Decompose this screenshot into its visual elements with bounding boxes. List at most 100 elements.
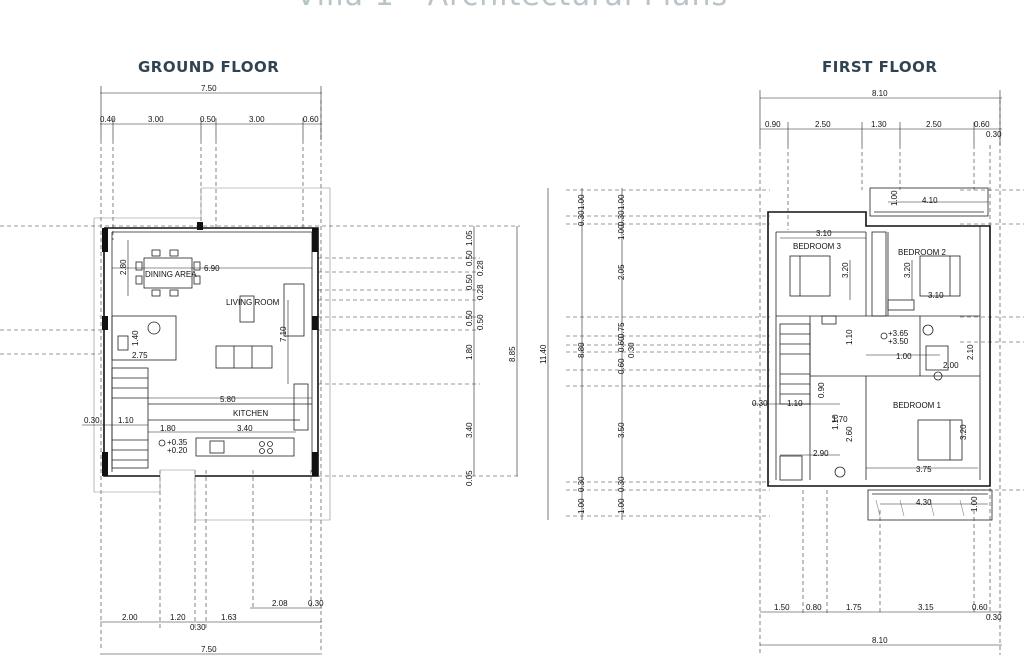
ff-dim-lv-100d: 1.00: [577, 498, 586, 514]
ground-floor-title: GROUND FLOOR: [138, 58, 280, 76]
ff-dim-bottom-total: 8.10: [872, 636, 888, 645]
ff-dim-balcony-top: 4.10: [922, 196, 938, 205]
gf-dim-left-030: 0.30: [84, 416, 100, 425]
ground-floor-labels: 7.50 0.40 3.00 0.50 3.00 0.60 DINING ARE…: [84, 84, 548, 654]
ff-dim-lv-100e: 1.00: [617, 224, 626, 240]
ground-floor-plan: [0, 86, 520, 655]
gf-dim-top-d: 3.00: [249, 115, 265, 124]
gf-dim-140: 1.40: [131, 330, 140, 346]
ff-dim-wc-110: 1.10: [831, 414, 840, 430]
gf-dim-top-c: 0.50: [200, 115, 216, 124]
ff-dim-left-110: 1.10: [787, 399, 803, 408]
ff-dim-bottom-c: 1.75: [846, 603, 862, 612]
gf-dim-bottom-b: 1.20: [170, 613, 186, 622]
gf-dim-bottom-total: 7.50: [201, 645, 217, 654]
ff-dim-top-c: 1.30: [871, 120, 887, 129]
ff-room-bed1: BEDROOM 1: [893, 401, 942, 410]
gf-dim-bottom-a: 2.00: [122, 613, 138, 622]
first-floor-labels: 8.10 0.90 2.50 1.30 2.50 0.60 0.30 4.10 …: [577, 89, 1002, 645]
gf-dim-bottom-e: 0.30: [308, 599, 324, 608]
ff-dim-lv-030a: 0.30: [577, 210, 586, 226]
gf-dim-top-e: 0.60: [303, 115, 319, 124]
ff-dim-corr-110: 1.10: [845, 329, 854, 345]
ff-dim-lv-030e: 0.30: [617, 210, 626, 226]
gf-dim-r180: 1.80: [465, 344, 474, 360]
ff-dim-top-d: 2.50: [926, 120, 942, 129]
ff-dim-lv-060: 0.60: [617, 336, 626, 352]
ff-dim-bath-200: 2.00: [943, 361, 959, 370]
gf-dim-r050d: 0.50: [476, 314, 485, 330]
gf-dim-r050c: 0.50: [465, 310, 474, 326]
gf-dim-r050a: 0.50: [465, 250, 474, 266]
ff-room-bed2: BEDROOM 2: [898, 248, 947, 257]
gf-room-dining: DINING AREA: [145, 270, 197, 279]
ff-dim-bed2-w: 3.10: [928, 291, 944, 300]
gf-dim-110: 1.10: [118, 416, 134, 425]
gf-level-b: +0.20: [167, 446, 188, 455]
ff-dim-bath-210: 2.10: [966, 344, 975, 360]
ff-dim-lv-060b: 0.60: [617, 358, 626, 374]
ff-dim-bed3-w: 3.10: [816, 229, 832, 238]
ff-dim-bottom-b: 0.80: [806, 603, 822, 612]
ff-dim-balcony-bottom-h: 1.00: [970, 496, 979, 512]
gf-dim-580: 5.80: [220, 395, 236, 404]
ff-dim-top-f: 0.30: [986, 130, 1002, 139]
ff-dim-lv-030b: 0.30: [627, 342, 636, 358]
gf-dim-top-a: 0.40: [100, 115, 116, 124]
ff-dim-balcony-bottom: 4.30: [916, 498, 932, 507]
ff-dim-bottom-d: 3.15: [918, 603, 934, 612]
ff-dim-bed3-h: 3.20: [841, 262, 850, 278]
ff-dim-bed2-h: 3.20: [903, 262, 912, 278]
gf-dim-340: 3.40: [237, 424, 253, 433]
gf-dim-r340: 3.40: [465, 422, 474, 438]
ff-level-a: +3.65: [888, 329, 909, 338]
gf-dim-275: 2.75: [132, 351, 148, 360]
gf-dim-r1140: 11.40: [539, 344, 548, 364]
gf-dim-r050b: 0.50: [465, 274, 474, 290]
gf-room-kitchen: KITCHEN: [233, 409, 268, 418]
gf-dim-180: 1.80: [160, 424, 176, 433]
gf-dim-690: 6.90: [204, 264, 220, 273]
gf-dim-r885: 8.85: [508, 346, 517, 362]
ff-dim-b1-320: 3.20: [959, 424, 968, 440]
ff-room-bed3: BEDROOM 3: [793, 242, 842, 251]
ff-dim-lv-100c: 1.00: [617, 498, 626, 514]
gf-dim-top-total: 7.50: [201, 84, 217, 93]
ff-dim-wc-170: 1.70: [832, 415, 848, 424]
ff-dim-stair-090: 0.90: [817, 382, 826, 398]
gf-dim-bottom-f: 0.30: [190, 623, 206, 632]
ff-dim-top-total: 8.10: [872, 89, 888, 98]
gf-dim-r028a: 0.28: [476, 260, 485, 276]
gf-dim-r105: 1.05: [465, 230, 474, 246]
ff-dim-top-b: 2.50: [815, 120, 831, 129]
ff-dim-lv-205: 2.05: [617, 264, 626, 280]
ff-dim-b1-290: 2.90: [813, 449, 829, 458]
ff-level-b: +3.50: [888, 337, 909, 346]
ff-dim-lv-075: 0.75: [617, 322, 626, 338]
ff-dim-lv-030c: 0.30: [617, 476, 626, 492]
ff-dim-lv-100b: 1.00: [617, 194, 626, 210]
gf-dim-bottom-d: 2.08: [272, 599, 288, 608]
gf-dim-top-b: 3.00: [148, 115, 164, 124]
ff-dim-lv-100a: 1.00: [577, 194, 586, 210]
gf-dim-r028b: 0.28: [476, 284, 485, 300]
gf-room-living: LIVING ROOM: [226, 298, 280, 307]
ff-dim-corr-100: 1.00: [896, 352, 912, 361]
gf-level-a: +0.35: [167, 438, 188, 447]
first-floor-title: FIRST FLOOR: [822, 58, 938, 76]
ff-dim-top-e: 0.60: [974, 120, 990, 129]
ff-dim-balcony-top-h: 1.00: [890, 190, 899, 206]
ff-dim-left-030: 0.30: [752, 399, 768, 408]
first-floor-plan: [547, 90, 1024, 655]
ff-dim-bottom-a: 1.50: [774, 603, 790, 612]
gf-dim-280: 2.80: [119, 259, 128, 275]
ff-dim-wc-260: 2.60: [845, 426, 854, 442]
ff-dim-b1-375: 3.75: [916, 465, 932, 474]
page-title: Villa 1 - Architectural Plans: [0, 0, 1024, 13]
ff-dim-lv-350: 3.50: [617, 422, 626, 438]
ff-dim-bottom-e: 0.60: [972, 603, 988, 612]
ff-dim-top-a: 0.90: [765, 120, 781, 129]
gf-dim-710: 7.10: [279, 326, 288, 342]
